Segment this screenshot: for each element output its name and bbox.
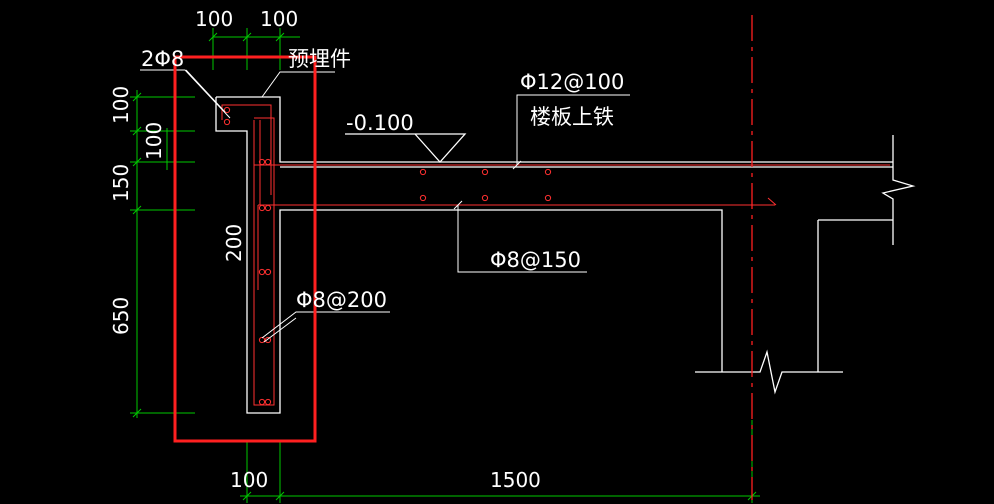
slab-rebar-note: 楼板上铁 [530, 105, 614, 129]
leader-lines [140, 69, 630, 343]
slab-rebar-spec: Φ12@100 [520, 70, 624, 94]
dim-left-1: 100 [109, 86, 133, 124]
dim-top-left: 100 [195, 7, 233, 31]
dim-left-4: 650 [109, 297, 133, 335]
rebar-top-label: 2Φ8 [141, 47, 184, 71]
stirrup-spec: Φ8@200 [296, 288, 387, 312]
elevation-label: -0.100 [346, 111, 414, 135]
dim-bottom-right: 1500 [490, 468, 541, 492]
embedded-part-label: 预埋件 [288, 47, 351, 71]
dim-left-2: 100 [142, 122, 166, 160]
dim-top-right: 100 [260, 7, 298, 31]
dimension-lines [130, 28, 760, 503]
slab-bottom-spec: Φ8@150 [490, 248, 581, 272]
rebar-dots [223, 106, 552, 406]
rebar [221, 104, 890, 406]
dim-wall: 200 [222, 224, 246, 262]
dim-bottom-left: 100 [230, 468, 268, 492]
concrete-outline [215, 96, 916, 414]
dim-left-3: 150 [109, 164, 133, 202]
highlight-box [173, 55, 317, 443]
